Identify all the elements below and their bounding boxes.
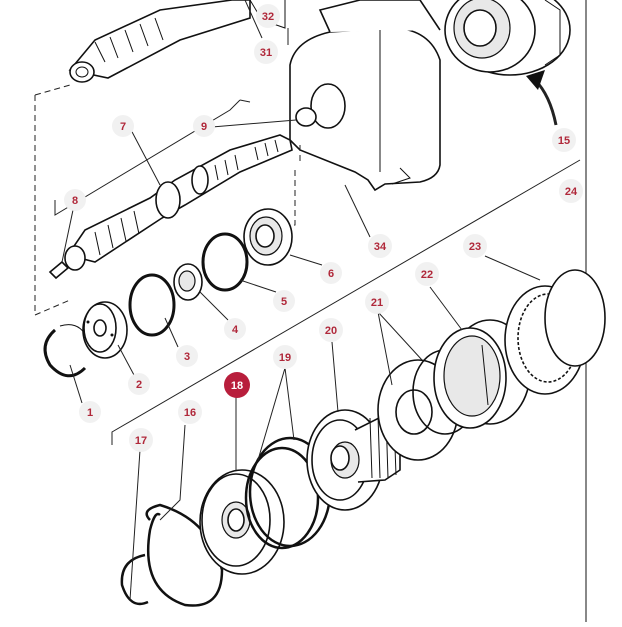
flange-part [82,301,128,359]
svg-text:20: 20 [325,325,337,337]
callout-32[interactable]: 32 [256,4,280,28]
gear-assembly-part [444,0,571,76]
callout-6[interactable]: 6 [320,262,342,284]
svg-text:2: 2 [136,379,142,391]
callout-7[interactable]: 7 [112,115,134,137]
svg-text:19: 19 [279,352,291,364]
callout-8[interactable]: 8 [64,189,86,211]
svg-text:22: 22 [421,269,433,281]
svg-text:24: 24 [565,186,578,198]
svg-text:3: 3 [184,351,190,363]
callout-23[interactable]: 23 [463,234,487,258]
piston-o-ring-outer-part [244,446,320,550]
svg-text:23: 23 [469,241,481,253]
output-shaft-part [68,0,251,83]
svg-text:7: 7 [120,121,126,133]
input-shaft-part [64,134,293,271]
small-bearing-part [173,263,203,301]
callout-31[interactable]: 31 [254,40,278,64]
callout-20[interactable]: 20 [319,318,343,342]
clutch-hub-part [306,409,401,511]
svg-text:9: 9 [201,121,207,133]
svg-text:17: 17 [135,435,147,447]
snap-ring-part [43,328,87,378]
callout-19[interactable]: 19 [273,345,297,369]
svg-text:4: 4 [232,324,239,336]
svg-text:15: 15 [558,135,570,147]
callout-5[interactable]: 5 [273,290,295,312]
svg-text:6: 6 [328,268,334,280]
callout-17[interactable]: 17 [129,428,153,452]
leader-lines [61,0,541,601]
svg-text:5: 5 [281,296,287,308]
housing-part [289,0,441,192]
callout-18-selected[interactable]: 18 [224,372,250,398]
clutch-drum-part [433,319,531,429]
callout-16[interactable]: 16 [178,400,202,424]
svg-text:18: 18 [231,380,243,392]
o-ring-part [128,273,176,337]
screw-part [48,260,70,280]
svg-text:32: 32 [262,11,274,23]
callout-9[interactable]: 9 [193,115,215,137]
retaining-ring-part [145,503,224,607]
svg-text:16: 16 [184,407,196,419]
small-snap-ring-part [120,553,149,606]
callout-21[interactable]: 21 [365,290,389,314]
callout-22[interactable]: 22 [415,262,439,286]
svg-text:8: 8 [72,195,78,207]
callout-15[interactable]: 15 [552,128,576,152]
seal-ring-part [201,232,249,292]
gear-plate-part [504,269,606,395]
callout-1[interactable]: 1 [79,401,101,423]
arrow-icon [526,70,545,90]
svg-text:34: 34 [374,241,387,253]
svg-text:21: 21 [371,297,383,309]
bearing-part [243,208,293,266]
svg-text:1: 1 [87,407,93,419]
callout-4[interactable]: 4 [224,318,246,340]
callout-34[interactable]: 34 [368,234,392,258]
callout-3[interactable]: 3 [176,345,198,367]
callout-24[interactable]: 24 [559,179,583,203]
svg-text:31: 31 [260,47,272,59]
callout-2[interactable]: 2 [128,373,150,395]
piston-disc-part [199,469,285,575]
